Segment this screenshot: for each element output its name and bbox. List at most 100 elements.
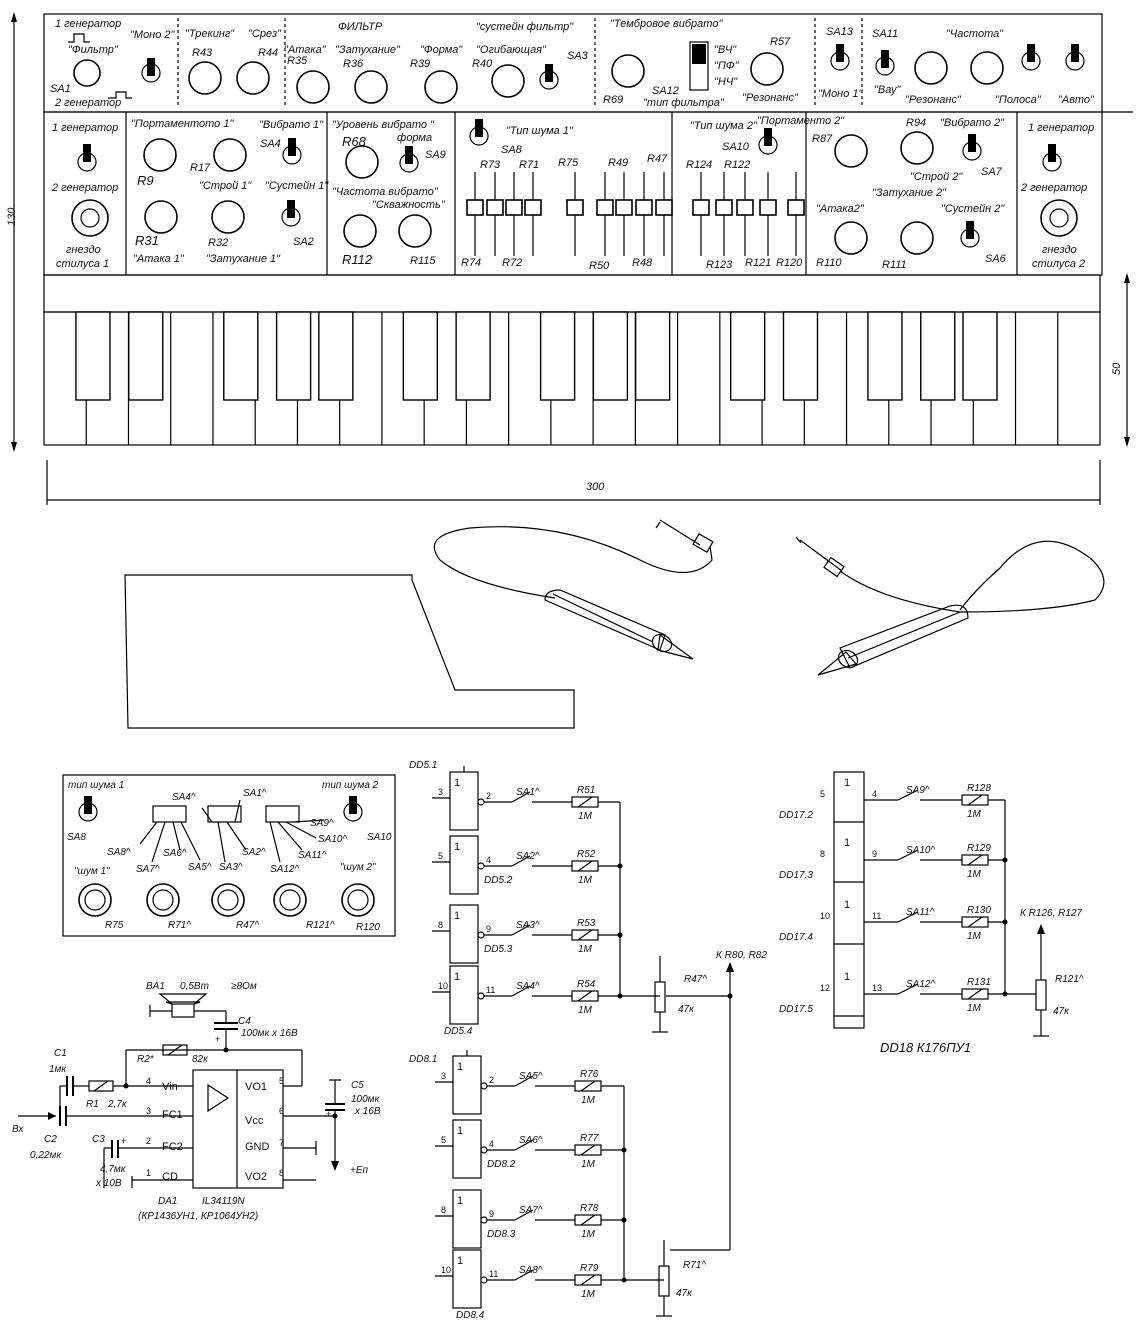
amp-c5: C5 (351, 1080, 364, 1091)
gate-name: DD17.3 (779, 870, 813, 881)
gate-symbol: 1 (844, 837, 850, 849)
switch-label: SA12^ (906, 979, 935, 990)
np-sa10c: SA10^ (318, 834, 347, 845)
stylus-2 (795, 536, 1105, 676)
switch-blade (511, 855, 531, 867)
gate-inverter-dot (480, 1216, 488, 1224)
pin-5: 5 (279, 1076, 284, 1086)
amp-c3v2: x 10В (95, 1178, 122, 1189)
dim-height-label: 130 (6, 207, 18, 226)
amp-r2: R2* (137, 1054, 155, 1065)
gate-inverter-dot (480, 1146, 488, 1154)
label-portamento2: "Портаменто 2" (757, 115, 845, 127)
gate-symbol: 1 (454, 971, 460, 983)
amp-cd: CD (162, 1171, 178, 1183)
np-sa2c: SA2^ (242, 847, 266, 858)
resistor-mark (967, 794, 983, 806)
label-resonance: "Резонанс" (742, 92, 799, 104)
gate-symbol: 1 (844, 899, 850, 911)
knob-r94 (900, 131, 934, 165)
amp-c4-plus: + (215, 1034, 220, 1044)
toggle-auto (1065, 44, 1085, 71)
label-freq: "Частота" (946, 28, 1004, 40)
toggle-sa4 (282, 138, 302, 165)
label-sustain1: "Сустейн 1" (265, 180, 329, 192)
label-lp: "НЧ" (714, 76, 738, 88)
dd5-gate4-name: DD5.4 (444, 1026, 473, 1037)
toggle-gen1r (1042, 144, 1062, 172)
np-chip2 (207, 805, 242, 823)
resistor-mark (967, 916, 983, 928)
switch-blade (511, 924, 531, 936)
np-noise-type2: тип шума 2 (322, 780, 379, 791)
switch-label: SA6^ (519, 1135, 543, 1146)
label-sa11: SA11 (872, 28, 898, 40)
label-auto: "Авто" (1058, 94, 1095, 106)
slider-handle (655, 199, 673, 216)
label-tune2: "Строй 2" (910, 171, 963, 183)
label-sa13: SA13 (826, 26, 854, 38)
resistor-label: R131 (967, 977, 991, 988)
knob-r32 (211, 200, 245, 234)
np-sa8: SA8 (67, 832, 86, 843)
gate-out-pin: 11 (872, 911, 881, 921)
resistor-value: 1М (581, 1159, 596, 1170)
np-sa9c: SA9^ (310, 818, 334, 829)
dd5-potv: 47к (678, 1004, 695, 1015)
knob-r111 (900, 221, 934, 255)
slider-handle (715, 199, 733, 216)
resistor-mark (577, 796, 593, 808)
knob-r87 (834, 134, 868, 168)
slider-handle (787, 199, 805, 216)
resistor-value: 1М (578, 811, 593, 822)
black-key (402, 311, 439, 401)
panel-row1-toggles (141, 41, 1085, 91)
panel-row2: 1 генератор 2 генератор гнездо стилуса 1… (51, 115, 1094, 272)
amp-r2v: 82к (192, 1054, 209, 1065)
slider-handle (466, 199, 484, 216)
switch-label: SA8^ (519, 1265, 543, 1276)
gate-in-pin: 3 (438, 787, 443, 797)
np-noise-type1: тип шума 1 (68, 780, 124, 791)
label-vib-level: "Уровень вибрато " (332, 119, 435, 131)
pin-1: 1 (146, 1168, 151, 1178)
dimension-keyboard: 50 (1111, 273, 1130, 447)
np-sa12c: SA12^ (270, 864, 299, 875)
label-sa10: SA10 (722, 141, 750, 153)
amp-vo1: VO1 (245, 1081, 267, 1093)
dd5-extras: DD5.1 DD5.4 R47^ 47к К R80, R82 (409, 760, 767, 1037)
slider-handle (615, 199, 633, 216)
keyboard (43, 311, 1101, 446)
label-band: "Полоса" (995, 94, 1042, 106)
slider-handle (566, 199, 584, 216)
switch-label: SA5^ (519, 1071, 543, 1082)
amp-c5-plus: + (326, 1109, 331, 1119)
np-knob-r71 (146, 883, 180, 917)
black-key (962, 311, 998, 401)
knob-timbre (611, 54, 645, 88)
label-r120: R120 (776, 257, 803, 269)
label-form: "Форма" (420, 44, 463, 56)
black-key (223, 311, 259, 401)
label-r71: R71 (519, 159, 539, 171)
amp-c4: C4 (238, 1016, 251, 1027)
np-sa6c: SA6^ (163, 848, 187, 859)
amp-c2v: 0,22мк (30, 1150, 62, 1161)
resistor-label: R51 (577, 785, 595, 796)
resistor-value: 1М (578, 1005, 593, 1016)
amp-ba1: BA1 (146, 981, 165, 992)
pin-4: 4 (146, 1076, 151, 1086)
label-r44: R44 (258, 47, 278, 59)
dd8-potv: 47к (676, 1288, 693, 1299)
resistor-label: R53 (577, 918, 596, 929)
dim-width-label: 300 (586, 481, 605, 493)
amp-speaker: 0,5Вт (180, 981, 209, 992)
label-sa8: SA8 (501, 144, 523, 156)
pin-2: 2 (146, 1136, 151, 1146)
amp-c3-plus: + (121, 1136, 126, 1146)
label-tracking: "Трекинг" (185, 28, 235, 40)
knob-r17 (213, 138, 247, 172)
knob-r31 (144, 200, 178, 234)
knob-portamento1 (143, 138, 177, 172)
label-sa6: SA6 (985, 253, 1007, 265)
